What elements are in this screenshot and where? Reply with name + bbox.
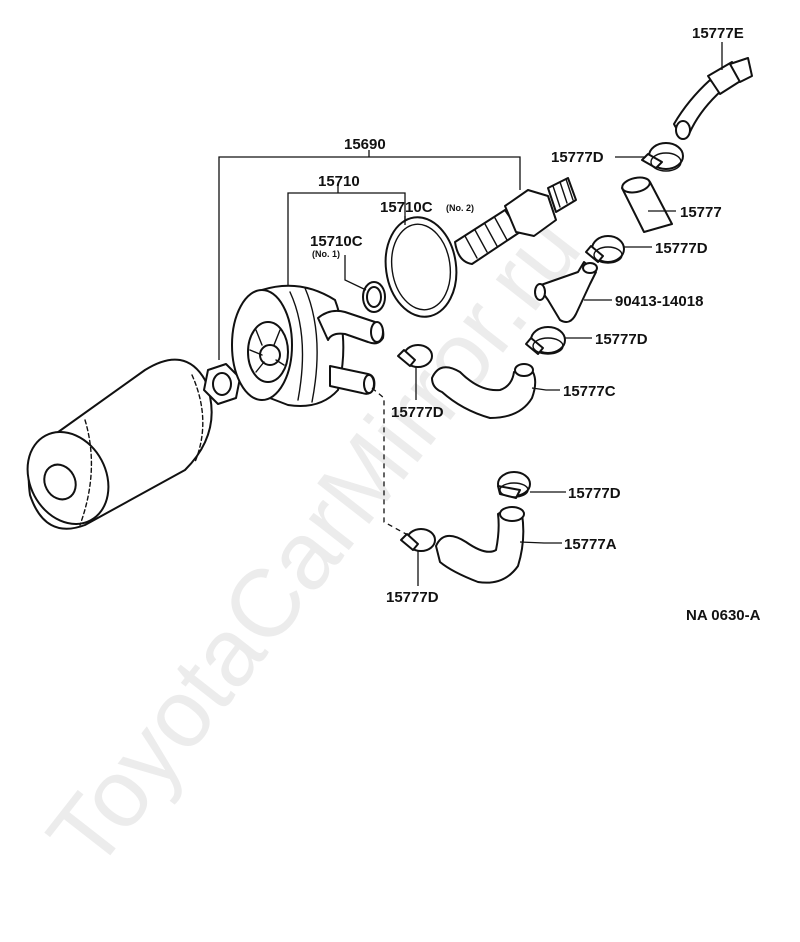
label-15777e: 15777E xyxy=(692,25,744,42)
curved-hose-15777a xyxy=(435,506,525,584)
hose-clamp-6 xyxy=(400,528,436,552)
hose-clamp-5 xyxy=(497,471,531,499)
curved-hose-15777c xyxy=(431,363,537,419)
hose-clamp-4 xyxy=(397,344,433,368)
label-15710c-no2-sub: (No. 2) xyxy=(446,203,474,213)
oil-cooler xyxy=(231,284,385,407)
union-nut xyxy=(203,363,241,405)
label-15690: 15690 xyxy=(344,136,386,153)
label-15710: 15710 xyxy=(318,173,360,190)
diagram-code: NA 0630-A xyxy=(686,607,761,624)
label-15777d-1: 15777D xyxy=(551,149,604,166)
union-fitting xyxy=(454,177,577,265)
oil-filter xyxy=(26,358,213,530)
label-15777a: 15777A xyxy=(564,536,617,553)
hose-clamp-3 xyxy=(525,326,566,355)
label-90413-14018: 90413-14018 xyxy=(615,293,703,310)
label-15777d-6: 15777D xyxy=(386,589,439,606)
label-15710c-no2: 15710C xyxy=(380,199,433,216)
straight-hose-15777 xyxy=(621,176,673,233)
elbow-hose-15777e xyxy=(673,57,753,140)
label-15710c-no1-sub: (No. 1) xyxy=(312,249,340,259)
hose-clamp-1 xyxy=(641,142,684,172)
label-15777d-4: 15777D xyxy=(391,404,444,421)
leader-lines xyxy=(218,42,723,586)
tee-pipe-90413 xyxy=(534,261,598,323)
label-15777: 15777 xyxy=(680,204,722,221)
label-15710c-no1: 15710C xyxy=(310,233,363,250)
hose-clamp-2 xyxy=(585,235,625,264)
label-15777d-5: 15777D xyxy=(568,485,621,502)
gasket-no1 xyxy=(362,281,386,313)
label-15777d-3: 15777D xyxy=(595,331,648,348)
label-15777c: 15777C xyxy=(563,383,616,400)
part-labels: 15690 15710 15710C (No. 2) 15710C (No. 1… xyxy=(310,25,761,624)
gasket-no2 xyxy=(384,216,458,318)
label-15777d-2: 15777D xyxy=(655,240,708,257)
